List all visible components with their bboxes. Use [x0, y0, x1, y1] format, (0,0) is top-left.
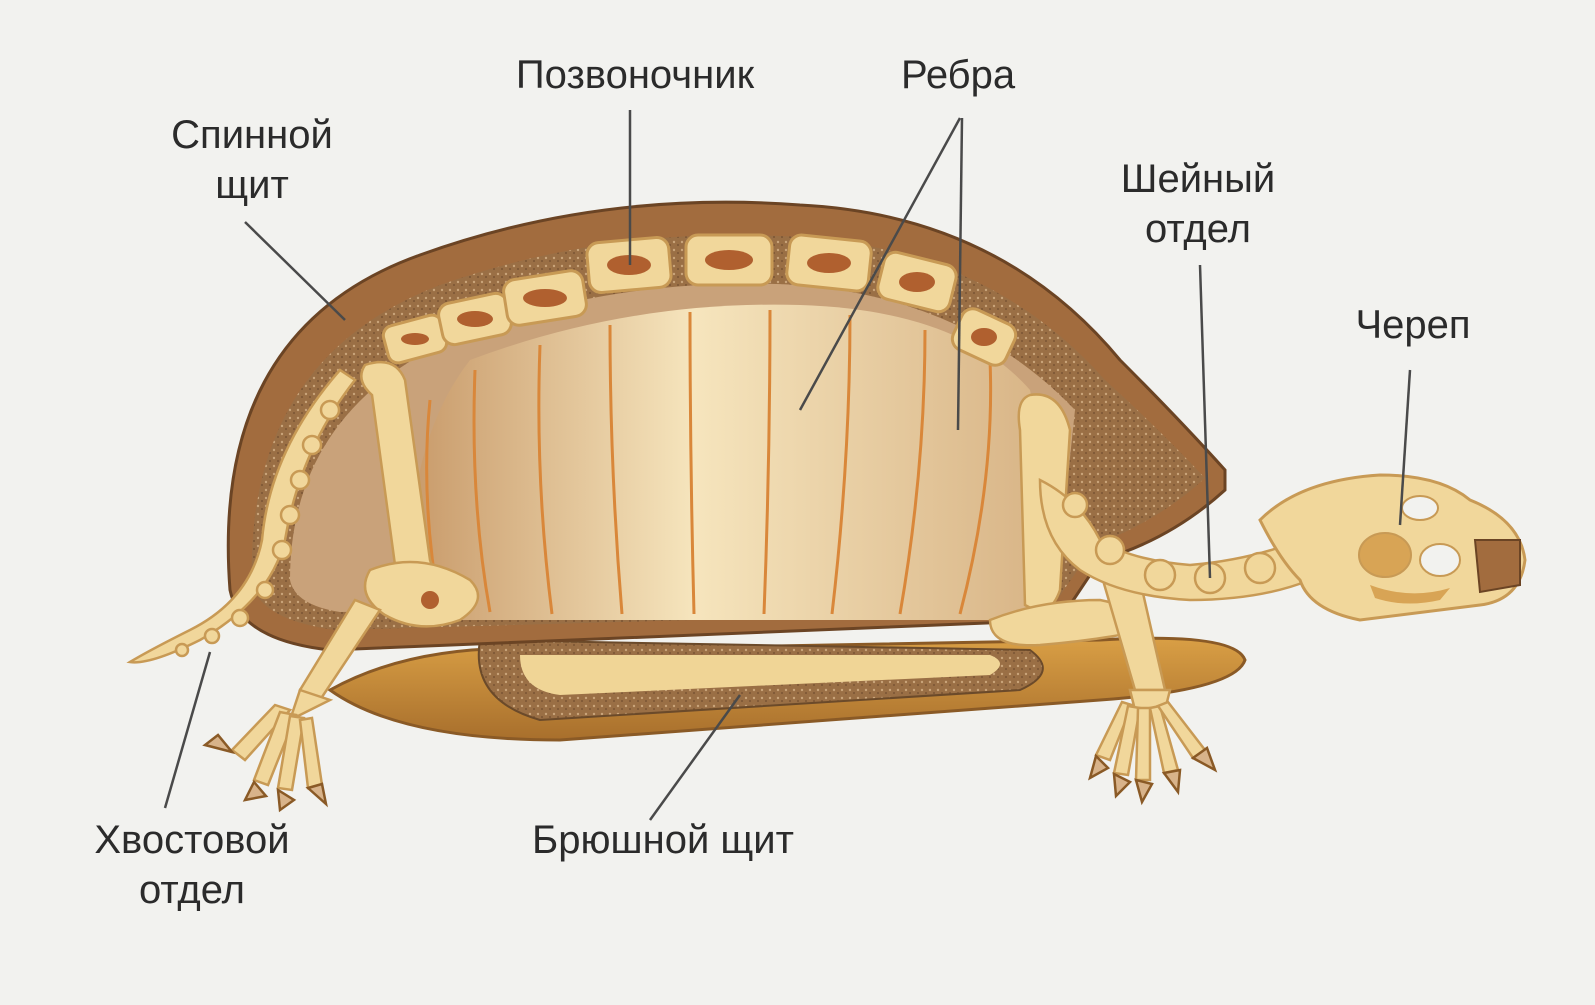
label-skull: Череп [1355, 303, 1470, 347]
leader-line-cervical [1200, 265, 1210, 578]
label-tail-line2: отдел [139, 868, 245, 912]
leader-line-dorsal-shield [245, 222, 345, 320]
label-cervical-line2: отдел [1145, 207, 1251, 251]
leader-line-tail [165, 652, 210, 808]
ventral-shield [330, 638, 1245, 740]
label-cervical-line1: Шейный [1121, 157, 1275, 201]
rib-cage [409, 305, 1043, 620]
label-dorsal-shield-line1: Спинной [171, 113, 333, 157]
label-dorsal-shield-line2: щит [215, 163, 289, 207]
label-ribs: Ребра [901, 53, 1016, 97]
label-tail-line1: Хвостовой [94, 818, 289, 862]
label-spine: Позвоночник [516, 53, 755, 97]
skull [1260, 475, 1525, 620]
label-ventral-shield: Брюшной щит [532, 818, 794, 862]
